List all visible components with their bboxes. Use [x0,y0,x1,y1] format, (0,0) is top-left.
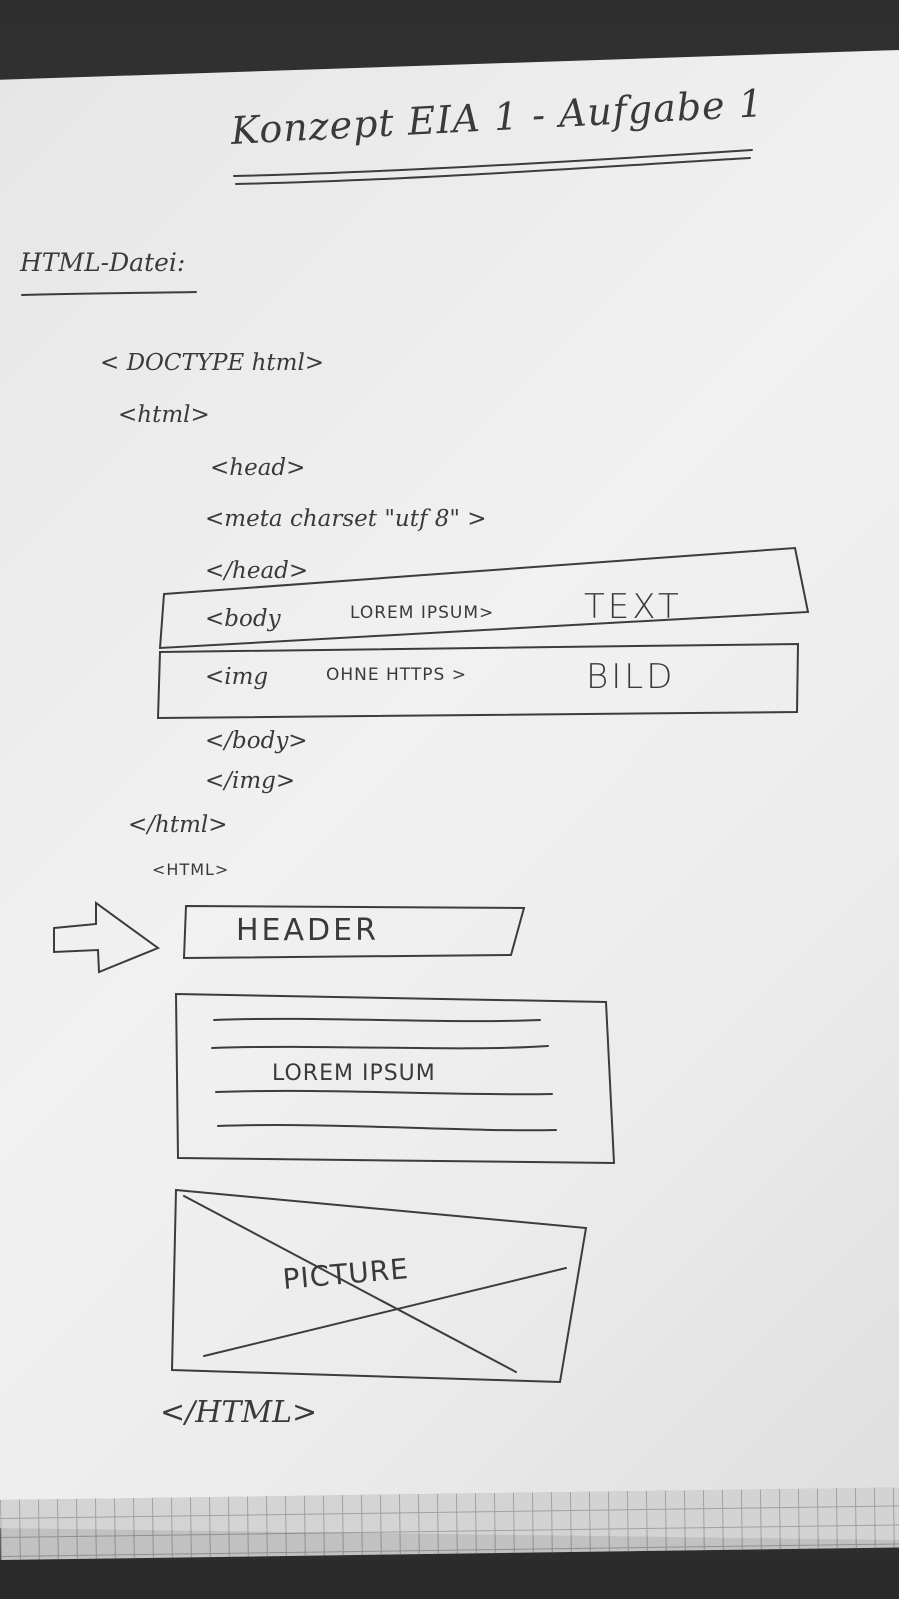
mockup-header-label: HEADER [236,913,379,948]
section-label: HTML-Datei: [20,248,186,277]
mockup-text-label: LOREM IPSUM [272,1061,436,1086]
code-line-img-attr: OHNE HTTPS > [326,665,467,685]
annotation-text: TEXT [584,587,682,627]
code-line-head-open: <head> [210,455,306,481]
code-line-doctype: < DOCTYPE html> [100,350,325,376]
code-line-body-close: </body> [205,728,308,754]
code-line-html-open: <html> [118,402,210,428]
code-line-head-close: </head> [205,558,309,584]
code-line-body-open: <body [205,606,281,632]
code-line-meta: <meta charset "utf 8" > [205,506,487,532]
mockup-html-open: <HTML> [152,860,230,879]
code-line-img-open: <img [205,664,269,690]
grid-paper-edge [0,1487,899,1560]
code-line-html-close: </html> [128,812,228,838]
code-line-img-close: </img> [205,768,296,794]
code-line-body-content: LOREM IPSUM> [350,603,495,623]
mockup-html-close: </HTML> [160,1395,318,1430]
table-surface [0,1560,899,1599]
annotation-bild: BILD [586,657,676,697]
